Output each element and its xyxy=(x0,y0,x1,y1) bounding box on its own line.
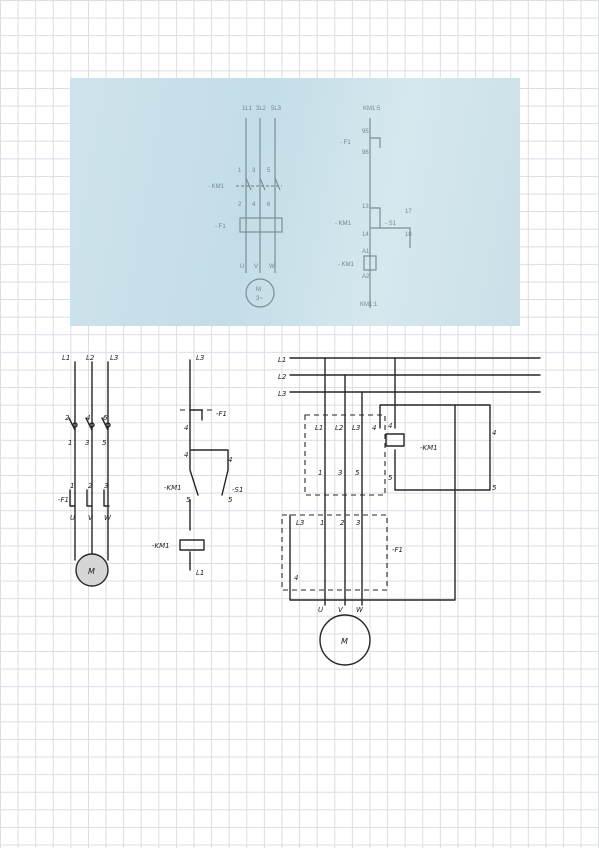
sketch3-f-4: 4 xyxy=(294,574,298,582)
photo-n2: 2 xyxy=(238,202,242,208)
sketch3-l3: L3 xyxy=(278,390,286,398)
sketch1-n4a: 4 xyxy=(86,414,90,422)
sketch1-n2a: 2 xyxy=(65,414,70,422)
sketch3-km1: -KM1 xyxy=(420,444,438,452)
sketch3-c5: 1 xyxy=(318,469,322,477)
sketch1-n1: 1 xyxy=(68,439,72,447)
sketch3-l2: L2 xyxy=(278,373,287,381)
sketch3-f-n2: 2 xyxy=(340,519,345,527)
sketch3-u: U xyxy=(318,606,323,614)
sketch1-n2b: 2 xyxy=(88,482,93,490)
photo-ctrl-14: 14 xyxy=(362,232,369,238)
photo-n6: 6 xyxy=(267,202,271,208)
sketch2-bottom: L1 xyxy=(196,569,204,577)
photo-n3: 3 xyxy=(252,168,256,174)
sketch3-n5: 5 xyxy=(492,484,497,492)
sketch1-power-circuit: L1 L2 L3 2 4 6 1 3 5 -F1 1 2 3 U V W M xyxy=(58,354,118,587)
photo-l2: 3L2 xyxy=(256,106,267,112)
sketch2-s1: -S1 xyxy=(232,486,243,494)
sketch3-c7: 5 xyxy=(355,469,360,477)
sketch2-control-circuit: L3 -F1 4 4 4 -KM1 -S1 5 5 -KM1 L1 xyxy=(152,354,243,577)
sketch1-u: U xyxy=(70,514,75,522)
sketch2-n4b: 4 xyxy=(184,451,188,459)
sketch2-f1: -F1 xyxy=(216,410,227,418)
photo-ctrl-a1: A1 xyxy=(362,249,370,255)
photo-ctrl-18: 18 xyxy=(405,232,412,238)
sketch1-w: W xyxy=(104,514,112,522)
photo-ctrl-top: KM1:5 xyxy=(363,106,381,112)
sketch1-motor-label: M xyxy=(88,567,95,576)
sketch3-l1: L1 xyxy=(278,356,286,364)
sketch3-w: W xyxy=(356,606,364,614)
sketch3-f-n1: 1 xyxy=(320,519,324,527)
photo-ctrl-96: 96 xyxy=(362,150,369,156)
sketch1-n3: 3 xyxy=(85,439,89,447)
photo-ctrl-bottom: KM1:1 xyxy=(360,302,378,308)
sketch1-n3b: 3 xyxy=(104,482,108,490)
photo-v: V xyxy=(254,264,258,270)
sketch1-v: V xyxy=(88,514,94,522)
sketch2-n4: 4 xyxy=(184,424,188,432)
sketch2-coil: -KM1 xyxy=(152,542,170,550)
photo-n1: 1 xyxy=(238,168,242,174)
hand-drawn-diagrams: L1 L2 L3 2 4 6 1 3 5 -F1 1 2 3 U V W M L… xyxy=(58,354,541,666)
sketch2-n5b: 5 xyxy=(228,496,233,504)
photo-u: U xyxy=(240,264,244,270)
sketch1-l2: L2 xyxy=(86,354,95,362)
sketch3-f-n3: 3 xyxy=(356,519,360,527)
sketch3-motor-label: M xyxy=(341,637,348,646)
sketch3-c3: L3 xyxy=(352,424,360,432)
sketch3-c1: L1 xyxy=(315,424,323,432)
sketch1-n5: 5 xyxy=(102,439,107,447)
sketch3-motor xyxy=(319,614,371,666)
sketch3-combined-circuit: L1 L2 L3 -KM1 -F1 L1 L2 L3 4 1 3 5 4 5 L… xyxy=(278,356,541,666)
sketch3-c2: L2 xyxy=(335,424,344,432)
sketch3-d5: 5 xyxy=(388,474,393,482)
sketch3-v: V xyxy=(338,606,344,614)
photo-ctrl-coil: - KM1 xyxy=(338,262,355,268)
schematic-photo: 1L1 3L2 5L3 - KM1 - F1 1 3 5 2 4 6 U V W… xyxy=(70,78,520,326)
photo-motor: M xyxy=(256,287,261,293)
sketch3-f1: -F1 xyxy=(392,546,403,554)
sketch3-c6: 3 xyxy=(338,469,342,477)
sketch3-c4: 4 xyxy=(372,424,376,432)
photo-ctrl-s1: - S1 xyxy=(385,221,397,227)
photo-ctrl-17: 17 xyxy=(405,209,412,215)
sketch2-n4c: 4 xyxy=(228,456,232,464)
photo-ctrl-13: 13 xyxy=(362,204,369,210)
photo-ctrl-f1: - F1 xyxy=(340,140,351,146)
sketch3-f-l3: L3 xyxy=(296,519,304,527)
photo-ctrl-95: 95 xyxy=(362,129,369,135)
photo-n5: 5 xyxy=(267,168,271,174)
photo-ctrl-a2: A2 xyxy=(362,274,370,280)
sketch1-l3: L3 xyxy=(110,354,118,362)
photo-n4: 4 xyxy=(252,202,256,208)
photo-l3: 5L3 xyxy=(271,106,282,112)
sketch2-km1: -KM1 xyxy=(164,484,182,492)
sketch1-n6a: 6 xyxy=(103,414,108,422)
photo-ctrl-km1: - KM1 xyxy=(335,221,352,227)
sketch3-n4: 4 xyxy=(492,429,496,437)
sketch3-d4: 4 xyxy=(388,422,392,430)
photo-schematic-drawing: 1L1 3L2 5L3 - KM1 - F1 1 3 5 2 4 6 U V W… xyxy=(208,106,412,308)
photo-f1: - F1 xyxy=(215,224,226,230)
photo-w: W xyxy=(269,264,275,270)
photo-l1: 1L1 xyxy=(242,106,253,112)
sketch2-l3: L3 xyxy=(196,354,204,362)
photo-motor-sub: 3~ xyxy=(256,296,263,302)
sketch1-n1b: 1 xyxy=(70,482,74,490)
sketch1-l1: L1 xyxy=(62,354,70,362)
sketch1-f1: -F1 xyxy=(58,496,69,504)
photo-km1: - KM1 xyxy=(208,184,225,190)
sketch2-n5: 5 xyxy=(186,496,191,504)
sketch1-motor xyxy=(75,553,109,587)
